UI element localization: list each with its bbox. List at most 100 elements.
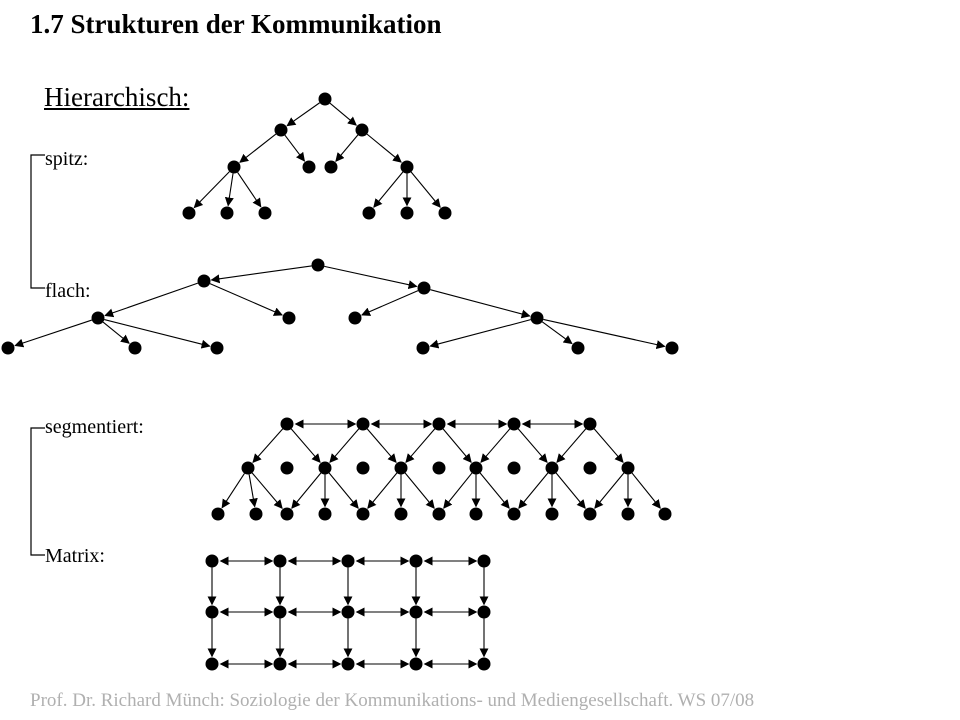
footer-credit: Prof. Dr. Richard Münch: Soziologie der …	[30, 690, 755, 711]
flach-edge	[543, 318, 666, 350]
flach-edge	[429, 319, 531, 349]
bracket-segmentiert-matrix	[30, 427, 45, 556]
flach-edge	[430, 289, 531, 319]
segment-node	[583, 461, 597, 475]
flach-node	[665, 341, 679, 355]
segment-node	[318, 461, 332, 475]
segment-node	[249, 507, 263, 521]
spitz-edge	[410, 171, 441, 208]
spitz-edge	[329, 102, 357, 126]
segment-edge	[251, 472, 283, 509]
flach-node	[210, 341, 224, 355]
segment-edge	[405, 428, 436, 464]
segment-node	[621, 507, 635, 521]
matrix-node	[273, 657, 287, 671]
spitz-node	[324, 160, 338, 174]
matrix-node	[409, 657, 423, 671]
spitz-node	[362, 206, 376, 220]
segment-edge	[480, 428, 511, 464]
label-segmentiert: segmentiert:	[45, 416, 144, 438]
segment-edge	[442, 428, 472, 463]
matrix-node	[205, 554, 219, 568]
section-heading-hierarchisch: Hierarchisch:	[44, 82, 190, 112]
flach-node	[91, 311, 105, 325]
label-matrix: Matrix:	[45, 545, 105, 567]
segment-node	[318, 507, 332, 521]
segment-node	[394, 507, 408, 521]
flach-edge	[14, 319, 93, 348]
flach-node	[197, 274, 211, 288]
segment-node	[432, 417, 446, 431]
label-spitz: spitz:	[45, 148, 89, 170]
spitz-node	[220, 206, 234, 220]
segment-edge	[479, 472, 510, 509]
spitz-node	[274, 123, 288, 137]
flach-node	[348, 311, 362, 325]
spitz-node	[227, 160, 241, 174]
segment-node	[658, 507, 672, 521]
spitz-node	[258, 206, 272, 220]
spitz-edge	[366, 133, 402, 163]
segment-node	[583, 417, 597, 431]
spitz-edge	[286, 102, 321, 127]
matrix-node	[205, 657, 219, 671]
flach-node	[1, 341, 15, 355]
flach-edge	[104, 319, 211, 349]
segment-edge	[631, 472, 661, 509]
segment-edge	[555, 472, 586, 509]
segment-edge	[248, 474, 258, 508]
spitz-edge	[224, 173, 234, 207]
segment-edge	[518, 472, 549, 509]
segment-edge	[252, 428, 284, 464]
segment-node	[280, 507, 294, 521]
segment-edge	[329, 428, 360, 464]
segment-edge	[443, 472, 473, 509]
matrix-node	[341, 605, 355, 619]
segment-node	[394, 461, 408, 475]
spitz-node	[400, 206, 414, 220]
spitz-edge	[284, 134, 306, 162]
bracket-spitz-flach	[30, 154, 45, 289]
segment-node	[241, 461, 255, 475]
matrix-node	[477, 657, 491, 671]
flach-node	[417, 281, 431, 295]
segment-edge	[594, 472, 625, 509]
segment-node	[621, 461, 635, 475]
spitz-edge	[239, 133, 277, 163]
segment-node	[211, 507, 225, 521]
spitz-node	[355, 123, 369, 137]
matrix-node	[477, 605, 491, 619]
matrix-node	[273, 605, 287, 619]
segment-edge	[366, 428, 397, 464]
flach-node	[416, 341, 430, 355]
flach-node	[571, 341, 585, 355]
spitz-node	[182, 206, 196, 220]
flach-node	[530, 311, 544, 325]
segment-node	[356, 507, 370, 521]
flach-node	[282, 311, 296, 325]
flach-edge	[324, 265, 418, 290]
spitz-edge	[237, 172, 262, 208]
segment-edge	[221, 473, 245, 509]
spitz-node	[302, 160, 316, 174]
segment-edge	[367, 472, 398, 509]
segment-edge	[556, 428, 587, 464]
spitz-node	[318, 92, 332, 106]
spitz-edge	[193, 171, 230, 209]
segment-node	[545, 507, 559, 521]
flach-node	[311, 258, 325, 272]
matrix-node	[341, 657, 355, 671]
flach-edge	[104, 282, 199, 318]
segment-node	[507, 417, 521, 431]
spitz-edge	[335, 134, 359, 162]
segment-node	[469, 461, 483, 475]
segment-edge	[291, 472, 322, 509]
matrix-node	[477, 554, 491, 568]
segment-edge	[593, 428, 624, 464]
flach-edge	[361, 290, 419, 316]
segment-node	[507, 507, 521, 521]
matrix-node	[409, 554, 423, 568]
matrix-node	[409, 605, 423, 619]
flach-edge	[210, 265, 312, 284]
